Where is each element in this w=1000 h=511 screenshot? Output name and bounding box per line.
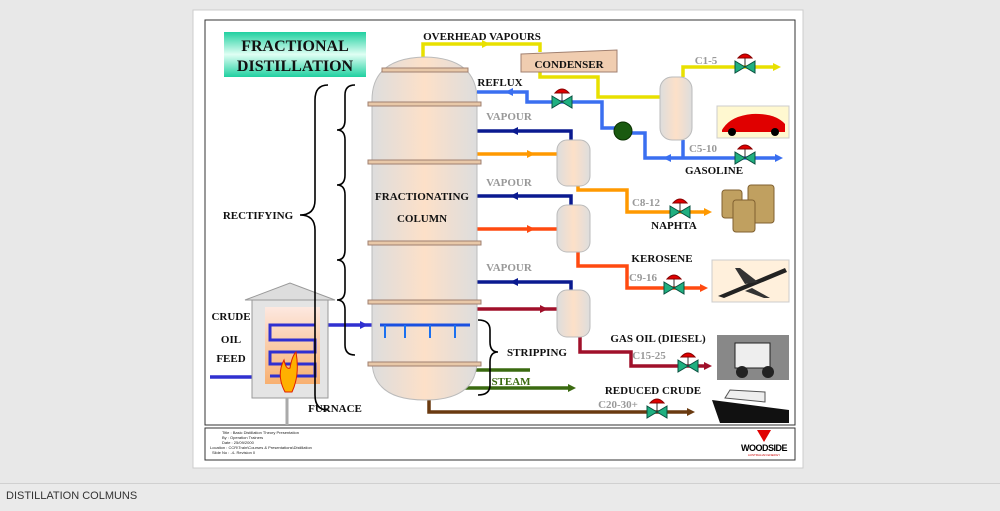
flow-arrow-icon — [527, 225, 535, 233]
vapour-label-2: VAPOUR — [486, 177, 533, 189]
control-valve-icon[interactable] — [646, 398, 668, 419]
fractionating-column: FRACTIONATING COLUMN — [367, 56, 482, 401]
furnace-label: FURNACE — [308, 403, 362, 415]
crude-label: CRUDE — [211, 311, 250, 323]
range-c1-5: C1-5 — [695, 55, 718, 67]
range-c5-10: C5-10 — [689, 143, 718, 155]
diesel-pipe — [578, 337, 704, 368]
ship-picture — [712, 387, 789, 423]
control-valve-icon[interactable] — [551, 88, 573, 109]
title-line-2: DISTILLATION — [237, 58, 354, 75]
woodside-logo: WOODSIDE AUSTRALIAN ENERGY — [741, 430, 788, 457]
flow-arrow-icon — [704, 208, 712, 216]
reduced-crude-pipe — [427, 398, 688, 414]
side-stripper-1 — [556, 139, 591, 187]
condensate-pipe — [538, 72, 660, 99]
product-kerosene: KEROSENE — [631, 253, 692, 265]
vapour-label-3: VAPOUR — [486, 262, 533, 274]
footer-title: Title : Basic Distillation Theory Presen… — [222, 430, 299, 435]
flow-arrow-icon — [700, 284, 708, 292]
product-gasoline: GASOLINE — [685, 165, 743, 177]
flow-arrow-icon — [568, 384, 576, 392]
flame-icon — [279, 350, 298, 393]
piping — [210, 42, 776, 414]
condenser: CONDENSER — [520, 49, 618, 73]
side-stripper-2 — [556, 204, 591, 253]
side-stripper-3 — [556, 289, 591, 338]
rectifying-brace — [299, 84, 329, 411]
footer-location: Location : CCR\Train\Courses & Presentat… — [210, 445, 312, 450]
rectifying-label: RECTIFYING — [223, 210, 294, 222]
product-reduced-crude: REDUCED CRUDE — [605, 385, 701, 397]
product-diesel: GAS OIL (DIESEL) — [610, 333, 706, 345]
product-naphta: NAPHTA — [651, 220, 697, 232]
control-valve-icon[interactable] — [734, 144, 756, 165]
status-bar: DISTILLATION COLMUNS — [0, 483, 1000, 511]
flow-arrow-icon — [510, 192, 518, 200]
footer: Title : Basic Distillation Theory Presen… — [210, 430, 788, 457]
gasoline-pipe — [630, 131, 776, 160]
reflux-label: REFLUX — [477, 77, 522, 89]
vapour-pipe-1 — [477, 129, 573, 140]
svg-text:WOODSIDE: WOODSIDE — [741, 443, 787, 453]
flow-arrow-icon — [775, 154, 783, 162]
column-label-1: FRACTIONATING — [375, 191, 469, 203]
title-line-1: FRACTIONAL — [241, 38, 349, 55]
footer-slide-no: Slide No : -4- Revision 0 — [212, 450, 256, 455]
control-valve-icon[interactable] — [677, 352, 699, 373]
range-c20-30: C20-30+ — [598, 399, 638, 411]
status-text: DISTILLATION COLMUNS — [6, 490, 138, 502]
reflux-drum — [659, 76, 693, 141]
naphta-pipe — [576, 186, 704, 214]
airplane-picture — [711, 259, 790, 303]
car-picture — [716, 105, 790, 139]
loader-picture — [717, 335, 789, 380]
footer-frame — [204, 427, 796, 461]
flow-arrow-icon — [360, 321, 368, 329]
valves — [551, 53, 756, 419]
flow-arrow-icon — [505, 88, 513, 96]
vapour-label-1: VAPOUR — [486, 111, 533, 123]
stripping-label: STRIPPING — [507, 347, 567, 359]
svg-text:AUSTRALIAN ENERGY: AUSTRALIAN ENERGY — [748, 453, 780, 457]
flow-arrow-icon — [482, 40, 490, 48]
kerosene-pipe — [576, 252, 700, 290]
barrels-picture — [721, 184, 775, 233]
range-c15-25: C15-25 — [632, 350, 666, 362]
flow-arrow-icon — [540, 305, 548, 313]
flow-arrow-icon — [663, 154, 671, 162]
vapour-pipe-3 — [477, 280, 573, 290]
control-valve-icon[interactable] — [734, 53, 756, 74]
footer-by: By : Operation Trainers — [222, 435, 263, 440]
stripping-brace — [477, 319, 499, 396]
title-box: FRACTIONAL DISTILLATION — [224, 32, 366, 77]
flow-arrow-icon — [527, 150, 535, 158]
flow-arrow-icon — [704, 362, 712, 370]
flow-arrow-icon — [510, 127, 518, 135]
control-valve-icon[interactable] — [669, 198, 691, 219]
feed-label: FEED — [216, 353, 245, 365]
condenser-label: CONDENSER — [534, 59, 604, 71]
range-c8-12: C8-12 — [632, 197, 661, 209]
overhead-pipe — [421, 42, 542, 58]
flow-arrow-icon — [687, 408, 695, 416]
steam-label: STEAM — [491, 376, 531, 388]
flow-arrow-icon — [773, 63, 781, 71]
column-label-2: COLUMN — [397, 213, 447, 225]
oil-label: OIL — [221, 334, 241, 346]
section-braces — [299, 84, 499, 411]
control-valve-icon[interactable] — [663, 274, 685, 295]
range-c9-16: C9-16 — [629, 272, 658, 284]
flow-arrows — [260, 40, 783, 416]
footer-date: Date : 25/09/2000 — [222, 440, 255, 445]
overhead-label: OVERHEAD VAPOURS — [423, 31, 541, 43]
reflux-pump — [613, 121, 633, 141]
flow-arrow-icon — [510, 278, 518, 286]
vapour-pipe-2 — [477, 194, 573, 205]
